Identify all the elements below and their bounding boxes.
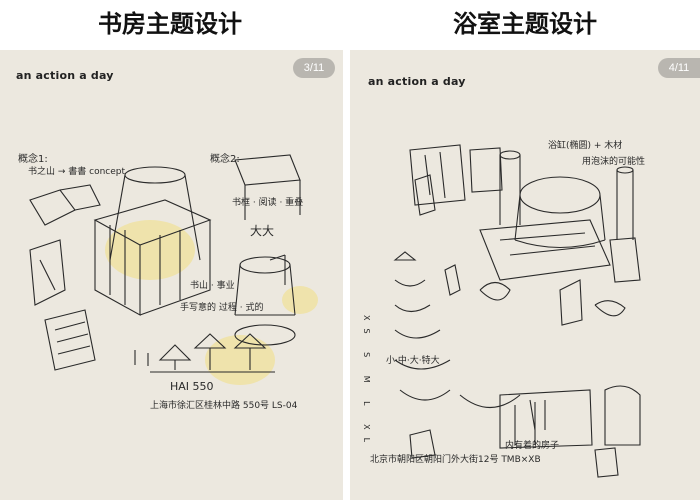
study-sketch-drawing — [29, 154, 318, 385]
note-top: 浴缸(椭圆) + 木材 — [548, 141, 623, 151]
address-line: 北京市朝阳区朝阳门外大街12号 TMB×XB — [370, 455, 541, 465]
bathroom-title: 浴室主题设计 — [453, 10, 597, 38]
bathroom-sketch-card[interactable]: an action a day 4/11 — [350, 50, 700, 500]
note-concept: 书之山 → 書書 concept — [28, 167, 126, 177]
note-mid: 书山 · 事业 — [190, 281, 235, 291]
brand-label: an action a day — [368, 75, 466, 88]
brand-label: an action a day — [16, 69, 114, 82]
address-line-2: 上海市徐汇区桂林中路 550号 LS-04 — [150, 401, 298, 411]
bathroom-sketch-drawing — [393, 144, 641, 478]
note-caption: 内有着的房子 — [505, 441, 560, 451]
note-label-2: 概念2: — [210, 154, 240, 165]
note-big: 大大 — [250, 224, 275, 238]
page-indicator: 3/11 — [293, 58, 335, 78]
note-right: 书框 · 阅读 · 重叠 — [232, 198, 304, 208]
note-sizes: XS S M L XL — [362, 315, 371, 451]
page-indicator: 4/11 — [658, 58, 700, 78]
note-top-2: 用泡沫的可能性 — [582, 157, 646, 167]
note-mid-2: 手写意的 过程 · 式的 — [180, 303, 264, 313]
address-line-1: HAI 550 — [170, 380, 214, 393]
book-room-title: 书房主题设计 — [98, 10, 242, 38]
note-row: 小·中·大·特大 — [386, 356, 440, 366]
study-sketch-card[interactable]: an action a day 3/11 — [0, 50, 343, 500]
note-label-1: 概念1: — [18, 154, 48, 165]
